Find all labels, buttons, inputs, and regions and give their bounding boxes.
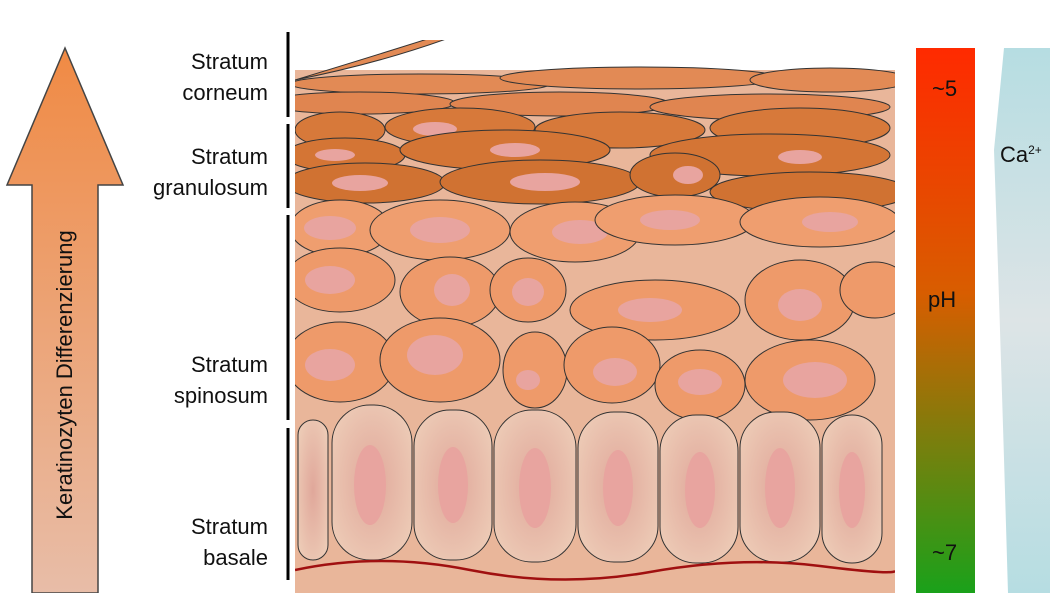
tissue-section <box>265 12 910 593</box>
ph-middle-label: pH <box>928 287 956 313</box>
calcium-gradient-bar <box>994 48 1050 593</box>
label-stratum-basale: Stratum basale <box>191 511 268 573</box>
label-stratum-corneum: Stratum corneum <box>182 46 268 108</box>
ph-gradient-bar <box>916 48 975 593</box>
label-stratum-spinosum: Stratum spinosum <box>174 349 268 411</box>
calcium-label: Ca2+ <box>1000 142 1042 168</box>
ph-bottom-label: ~7 <box>932 540 957 566</box>
ph-top-label: ~5 <box>932 76 957 102</box>
calcium-label-base: Ca <box>1000 142 1028 167</box>
calcium-label-charge: 2+ <box>1028 143 1042 157</box>
label-stratum-granulosum: Stratum granulosum <box>153 141 268 203</box>
differentiation-label: Keratinozyten Differenzierung <box>52 230 78 519</box>
